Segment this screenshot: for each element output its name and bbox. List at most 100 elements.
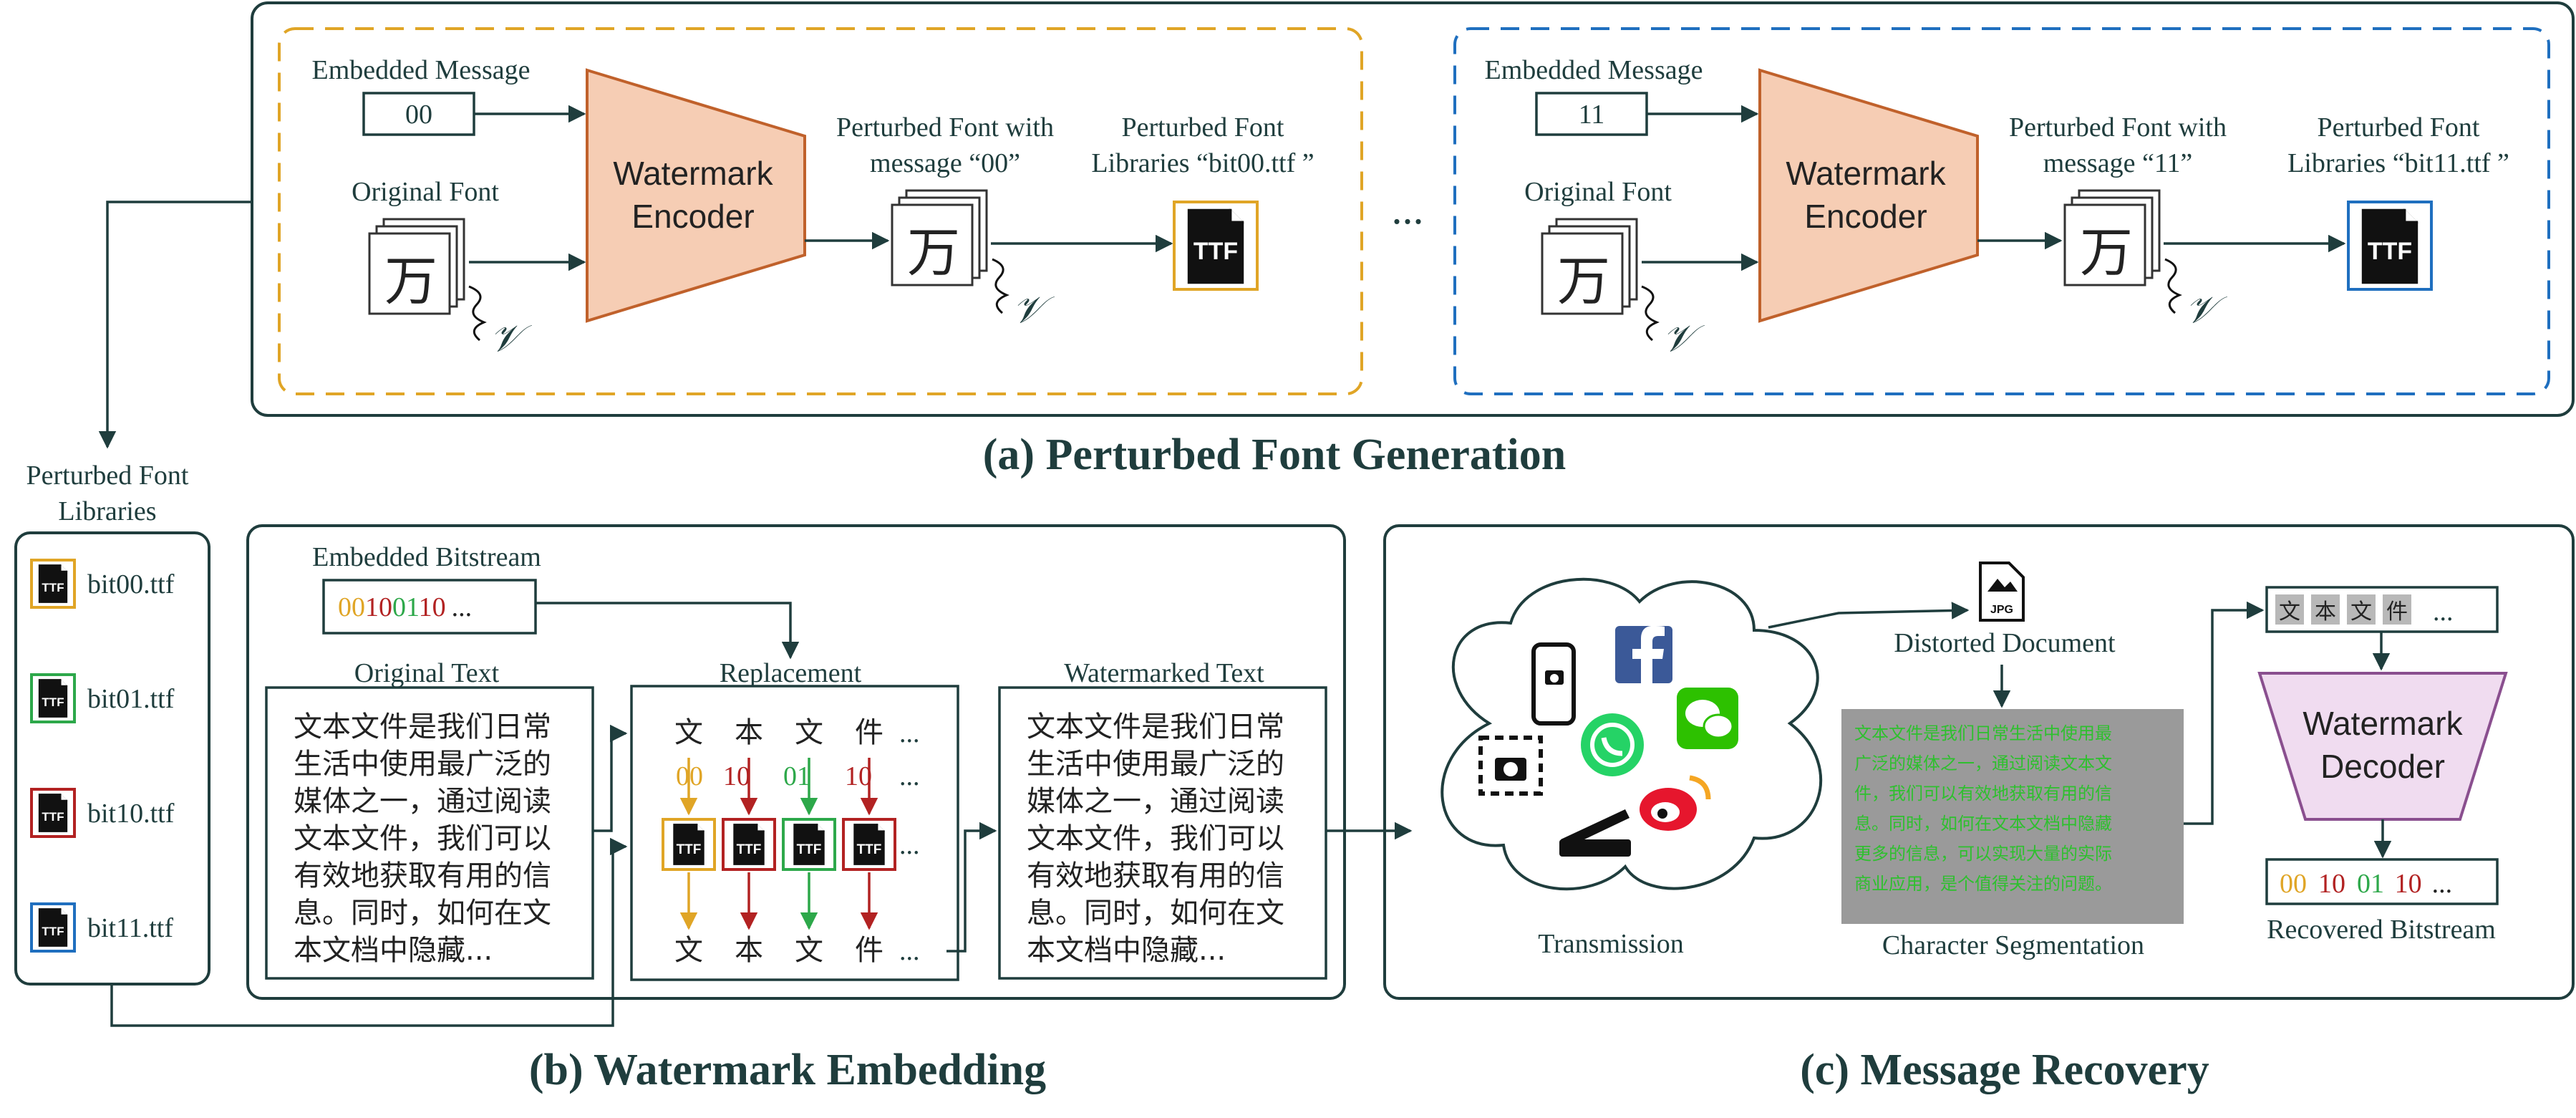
library-name: bit00.ttf: [87, 569, 175, 599]
noise-symbol-2: 𝒱: [1012, 290, 1055, 331]
transmission-label: Transmission: [1538, 929, 1683, 959]
original-text-lines: 文本文件是我们日常 生活中使用最广泛的 媒体之一，通过阅读 文本文件，我们可以 …: [294, 710, 551, 967]
svg-text:件: 件: [2386, 599, 2408, 625]
svg-text:...: ...: [2433, 597, 2454, 627]
edge-original-to-replacement: [593, 724, 628, 832]
svg-text:文本文件是我们日常生活中使用最: 文本文件是我们日常生活中使用最: [1854, 723, 2112, 743]
perturbed-glyph: 万: [907, 222, 960, 284]
replacement-char: 文: [674, 716, 703, 749]
svg-text:生活中使用最广泛的: 生活中使用最广泛的: [294, 748, 551, 781]
recovered-bitstream-label: Recovered Bitstream: [2267, 915, 2496, 945]
whatsapp-icon: [1581, 713, 1644, 776]
svg-text:TTF: TTF: [42, 581, 64, 594]
dashed-group-bit00: [278, 27, 1363, 395]
encoder-line1: Watermark: [1786, 155, 1946, 192]
svg-text:TTF: TTF: [737, 842, 762, 857]
svg-text:TTF: TTF: [42, 925, 64, 938]
message-box: [1535, 92, 1648, 136]
library-frame-bit11: [2347, 201, 2433, 291]
decoder-line1: Watermark: [2303, 705, 2463, 742]
watermark-decoder: [2257, 672, 2508, 821]
screenshot-camera-icon: [1478, 736, 1543, 796]
replacement-char: 件: [855, 716, 883, 749]
replacement-bits: 01: [783, 761, 810, 791]
segmented-text-lines: 文本文件是我们日常生活中使用最 广泛的媒体之一，通过阅读文本文 件，我们可以有效…: [1854, 723, 2112, 894]
distorted-document-label: Distorted Document: [1894, 628, 2116, 658]
replacement-ttf-bit10b: TTF: [842, 818, 896, 871]
svg-text:文本文件是我们日常: 文本文件是我们日常: [294, 710, 551, 743]
section-c-title: (c) Message Recovery: [1800, 1046, 2209, 1094]
embedded-message-label: Embedded Message: [1485, 55, 1703, 85]
svg-text:本: 本: [2315, 599, 2336, 625]
facebook-icon: [1615, 626, 1672, 683]
replacement-bits: 10: [845, 761, 872, 791]
perturbed-font-label-2: message “00”: [870, 148, 1020, 178]
svg-text:生活中使用最广泛的: 生活中使用最广泛的: [1027, 748, 1284, 781]
svg-text:文本文件是我们日常: 文本文件是我们日常: [1027, 710, 1284, 743]
ttf-label: TTF: [2368, 238, 2412, 265]
scanner-icon: [1559, 809, 1631, 857]
svg-text:TTF: TTF: [857, 842, 882, 857]
library-item-bit11: TTF bit11.ttf: [30, 902, 173, 953]
svg-text:有效地获取有用的信: 有效地获取有用的信: [1027, 859, 1284, 892]
watermarked-text-box: [998, 686, 1327, 980]
phone-camera-icon: [1531, 642, 1576, 726]
replacement-out-char: 文: [674, 934, 703, 967]
original-glyph: 万: [1557, 251, 1610, 312]
library-name: bit11.ttf: [87, 913, 173, 943]
panel-message-recovery: [1383, 524, 2575, 1000]
svg-text:媒体之一，通过阅读: 媒体之一，通过阅读: [1027, 785, 1284, 818]
perturbed-font-label-1: Perturbed Font with: [836, 112, 1054, 143]
watermark-encoder: [586, 68, 806, 323]
panel-watermark-embedding: [246, 524, 1346, 1000]
perturbed-glyph: 万: [2080, 222, 2133, 284]
library-label-2: Libraries “bit00.ttf ”: [1091, 148, 1314, 178]
noise-symbol: 𝒱: [490, 319, 532, 360]
replacement-out-char: 文: [795, 934, 823, 967]
library-label-2: Libraries “bit11.ttf ”: [2287, 148, 2509, 178]
replacement-char: 本: [735, 716, 763, 749]
edge-bitstream-to-replacement: [536, 602, 800, 660]
original-font-label: Original Font: [352, 177, 499, 207]
noise-brace: [1641, 285, 1660, 342]
replacement-ttf-bit00: TTF: [662, 818, 716, 871]
library-item-bit01: TTF bit01.ttf: [30, 673, 175, 723]
embedded-message-label: Embedded Message: [312, 55, 531, 85]
message-value: 11: [1579, 100, 1605, 130]
segmentation-image: [1841, 709, 2184, 924]
edge-generation-to-libraries: [98, 201, 252, 449]
library-name: bit10.ttf: [87, 799, 175, 829]
libraries-label-1: Perturbed Font: [26, 461, 189, 491]
replacement-out-char: 件: [855, 934, 883, 967]
message-value: 00: [405, 100, 432, 130]
noise-symbol-2: 𝒱: [2185, 290, 2227, 331]
perturbed-font-label-1: Perturbed Font with: [2009, 112, 2227, 143]
svg-text:息。同时，如何在文: 息。同时，如何在文: [1027, 897, 1284, 930]
bitstream-value: 00100110...: [338, 592, 472, 622]
weibo-icon: [1640, 775, 1711, 831]
edge-transmission-to-jpg: [1768, 602, 1970, 629]
replacement-ttf-bit10: TTF: [722, 818, 776, 871]
noise-symbol: 𝒱: [1662, 319, 1705, 360]
library-label-1: Perturbed Font: [1122, 112, 1284, 143]
original-glyph: 万: [384, 251, 437, 312]
svg-text:文: 文: [2350, 599, 2372, 625]
library-item-bit10: TTF bit10.ttf: [30, 788, 175, 838]
group-ellipsis: ...: [1392, 185, 1424, 233]
ttf-label: TTF: [1193, 238, 1238, 265]
replacement-ellipsis: ...: [899, 718, 920, 748]
svg-text:TTF: TTF: [42, 810, 64, 824]
library-frame-bit00: [1173, 201, 1259, 291]
libraries-label-2: Libraries: [58, 496, 156, 526]
svg-text:媒体之一，通过阅读: 媒体之一，通过阅读: [294, 785, 551, 818]
encoder-line2: Encoder: [631, 198, 754, 235]
replacement-ellipsis: ...: [899, 830, 920, 860]
replacement-ellipsis: ...: [899, 936, 920, 966]
decoder-line2: Decoder: [2320, 748, 2445, 785]
library-name: bit01.ttf: [87, 684, 175, 714]
svg-text:文本文件，我们可以: 文本文件，我们可以: [1027, 822, 1284, 855]
original-text-box: [265, 686, 594, 980]
svg-text:文: 文: [2279, 599, 2300, 625]
svg-text:本文档中隐藏...: 本文档中隐藏...: [294, 934, 493, 967]
library-item-bit00: TTF bit00.ttf: [30, 559, 175, 609]
